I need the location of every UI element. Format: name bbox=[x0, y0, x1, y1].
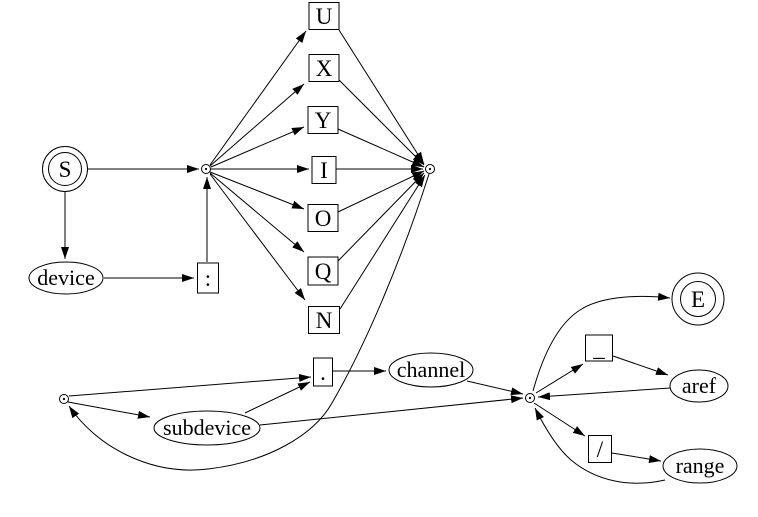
node-label-I: I bbox=[320, 158, 328, 183]
node-Q: Q bbox=[307, 256, 339, 286]
edge-j3-dot bbox=[68, 373, 312, 397]
node-j1 bbox=[201, 164, 211, 174]
edges-layer bbox=[61, 29, 671, 484]
edge-j1-U bbox=[209, 30, 307, 166]
node-label-colon: : bbox=[205, 266, 211, 291]
edge-aref-j4 bbox=[537, 387, 671, 401]
node-j4 bbox=[525, 393, 535, 403]
edge-j2-j3 bbox=[68, 173, 430, 471]
node-colon: : bbox=[197, 262, 219, 294]
edge-X-j2 bbox=[338, 79, 425, 166]
edge-slash-range bbox=[611, 452, 662, 464]
node-j2 bbox=[425, 164, 435, 174]
edge-Q-j2 bbox=[337, 172, 425, 262]
node-X: X bbox=[308, 54, 340, 82]
node-O: O bbox=[307, 204, 339, 232]
edge-subdevice-j4 bbox=[259, 395, 524, 426]
node-label-Y: Y bbox=[315, 108, 332, 133]
edge-j1-Q bbox=[209, 172, 305, 253]
edge-underscore-aref bbox=[612, 355, 669, 376]
edge-Y-j2 bbox=[337, 128, 425, 168]
node-label-dot: . bbox=[320, 360, 326, 385]
node-label-O: O bbox=[315, 206, 332, 231]
edge-j1-X bbox=[209, 83, 305, 167]
node-subdevice: subdevice bbox=[153, 410, 261, 446]
node-label-Q: Q bbox=[315, 259, 332, 284]
node-aref: aref bbox=[669, 369, 729, 403]
edge-j1-Y bbox=[210, 126, 305, 168]
edge-j1-N bbox=[209, 173, 306, 301]
node-U: U bbox=[308, 2, 340, 30]
node-N: N bbox=[308, 306, 340, 334]
node-I: I bbox=[311, 156, 337, 184]
edge-N-j2 bbox=[339, 174, 426, 310]
edge-j3-subdevice bbox=[67, 401, 151, 419]
node-label-U: U bbox=[316, 4, 333, 29]
node-channel: channel bbox=[388, 352, 474, 388]
node-E: E bbox=[671, 272, 725, 326]
node-slash: / bbox=[588, 435, 612, 463]
node-label-S: S bbox=[59, 157, 72, 182]
node-label-underscore: _ bbox=[592, 336, 605, 361]
edge-range-j4 bbox=[534, 407, 666, 484]
node-label-channel: channel bbox=[397, 357, 465, 382]
node-label-N: N bbox=[316, 308, 333, 333]
node-S: S bbox=[42, 146, 88, 192]
node-label-subdevice: subdevice bbox=[163, 415, 251, 440]
edge-j1-O bbox=[209, 171, 305, 210]
node-label-range: range bbox=[676, 453, 725, 478]
edge-U-j2 bbox=[338, 29, 425, 165]
edge-j4-slash bbox=[533, 402, 586, 437]
node-label-X: X bbox=[316, 56, 333, 81]
node-label-E: E bbox=[691, 287, 705, 312]
node-j3 bbox=[59, 394, 69, 404]
edge-O-j2 bbox=[337, 170, 425, 213]
node-underscore: _ bbox=[585, 334, 613, 362]
node-label-aref: aref bbox=[682, 373, 717, 398]
node-range: range bbox=[662, 448, 738, 484]
edge-j4-underscore bbox=[535, 363, 584, 394]
node-label-device: device bbox=[37, 265, 94, 290]
node-label-slash: / bbox=[597, 437, 604, 462]
node-Y: Y bbox=[307, 106, 339, 134]
edge-channel-j4 bbox=[466, 380, 524, 396]
edge-subdevice-dot bbox=[244, 381, 311, 414]
node-dot: . bbox=[313, 357, 333, 387]
edge-j4-E bbox=[532, 292, 671, 392]
node-device: device bbox=[28, 261, 104, 295]
